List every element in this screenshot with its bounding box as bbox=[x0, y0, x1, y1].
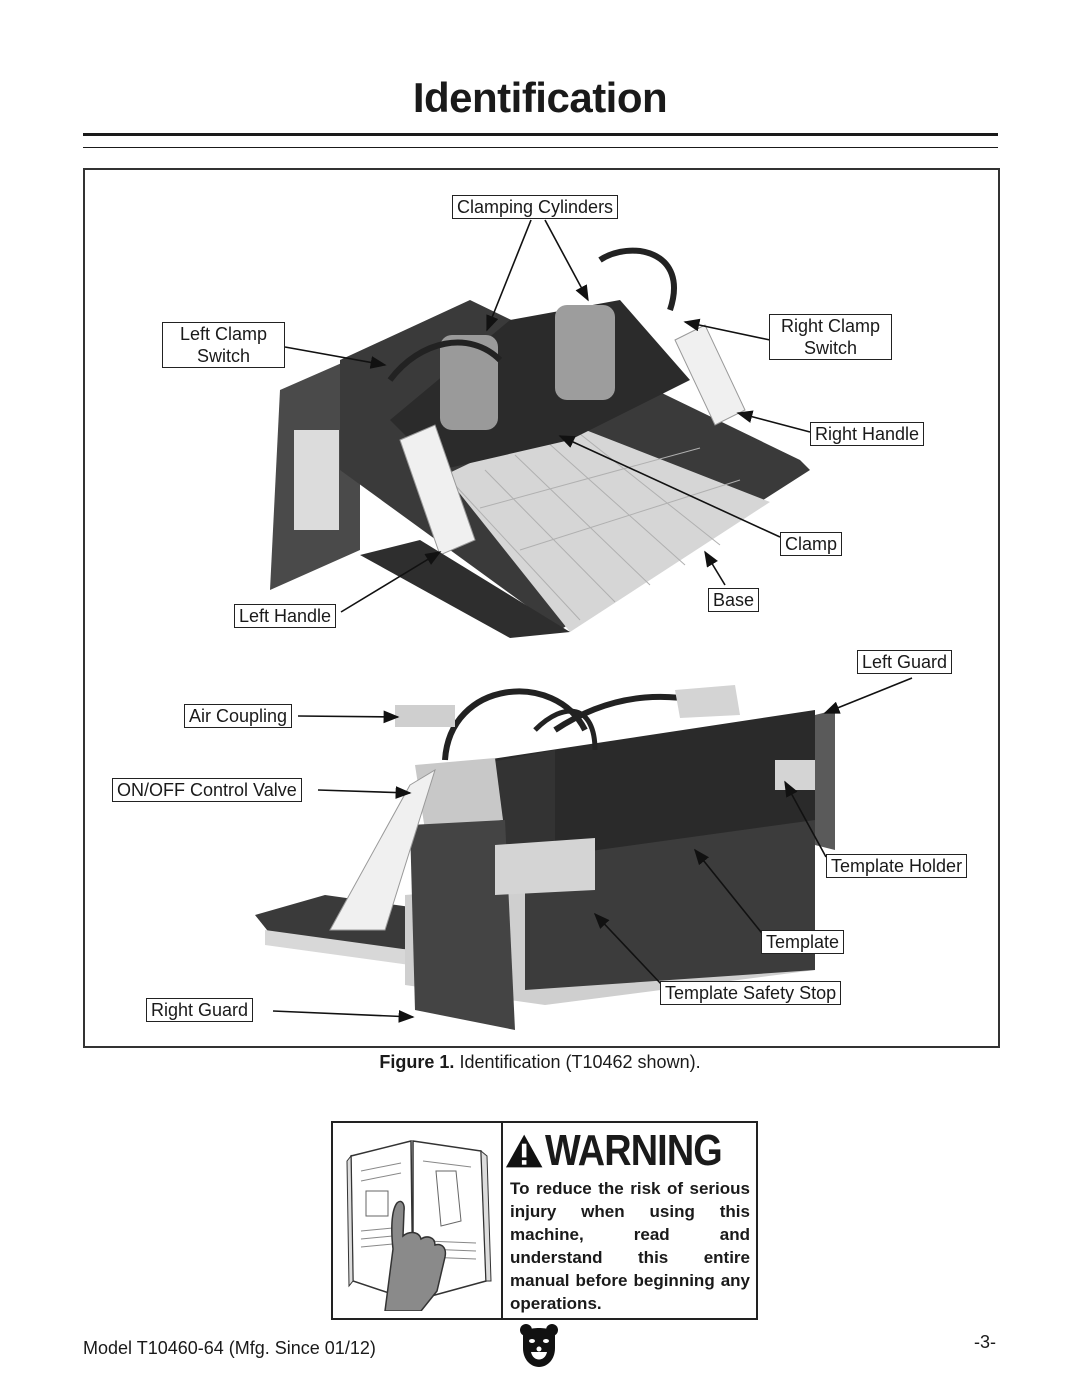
bear-logo-icon bbox=[520, 1324, 558, 1367]
title-rule-thick bbox=[83, 133, 998, 136]
warning-header: WARNING bbox=[505, 1126, 751, 1176]
warning-heading: WARNING bbox=[545, 1126, 723, 1175]
label-base: Base bbox=[708, 588, 760, 612]
label-clamp: Clamp bbox=[780, 532, 843, 556]
title-rule-thin bbox=[83, 147, 998, 148]
label-template: Template bbox=[761, 930, 845, 954]
figure-caption-text: Identification (T10462 shown). bbox=[454, 1052, 701, 1072]
footer-model: Model T10460-64 (Mfg. Since 01/12) bbox=[83, 1338, 376, 1358]
warning-divider bbox=[501, 1123, 503, 1318]
warning-body: To reduce the risk of serious injury whe… bbox=[510, 1179, 750, 1313]
page-title: Identification bbox=[412, 74, 668, 121]
label-right-handle: Right Handle bbox=[810, 422, 925, 446]
label-left-handle: Left Handle bbox=[234, 604, 337, 628]
label-left-clamp-switch: Left Clamp Switch bbox=[162, 322, 285, 368]
label-template-holder: Template Holder bbox=[826, 854, 968, 878]
label-right-clamp-switch: Right Clamp Switch bbox=[769, 314, 892, 360]
footer-page-number: -3- bbox=[974, 1332, 996, 1352]
manual-reading-icon bbox=[346, 1140, 492, 1311]
machine-photo-top bbox=[270, 247, 810, 638]
label-left-guard: Left Guard bbox=[857, 650, 953, 674]
machine-photo-bottom bbox=[255, 685, 835, 1030]
label-right-guard: Right Guard bbox=[146, 998, 254, 1022]
figure-caption-prefix: Figure 1. bbox=[379, 1052, 455, 1072]
warning-box: WARNING To reduce the risk of serious in… bbox=[331, 1121, 758, 1320]
label-template-safety-stop: Template Safety Stop bbox=[660, 981, 842, 1005]
label-air-coupling: Air Coupling bbox=[184, 704, 293, 728]
label-on-off-control-valve: ON/OFF Control Valve bbox=[112, 778, 302, 802]
figure-caption: Figure 1. Identification (T10462 shown). bbox=[0, 1052, 1080, 1073]
label-clamping-cylinders: Clamping Cylinders bbox=[452, 195, 619, 219]
warning-triangle-icon bbox=[505, 1134, 543, 1168]
figure-frame bbox=[83, 168, 1000, 1048]
